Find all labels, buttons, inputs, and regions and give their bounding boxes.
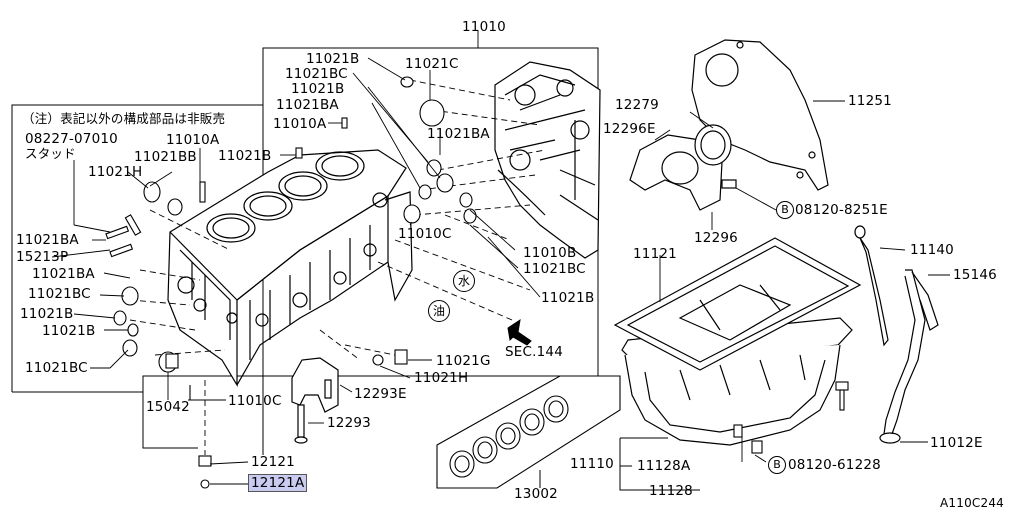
sec-arrow bbox=[507, 318, 532, 346]
cylinder-block bbox=[167, 149, 413, 388]
bearing-set bbox=[436, 375, 621, 489]
label-15042: 15042 bbox=[146, 399, 190, 415]
label-11021b: 11021B bbox=[306, 51, 360, 67]
label-12296: 12296 bbox=[694, 230, 738, 246]
label-12121: 12121 bbox=[251, 454, 295, 470]
label-stud: スタッド bbox=[25, 146, 76, 161]
label-11251: 11251 bbox=[848, 93, 892, 109]
oil-dipstick bbox=[854, 225, 889, 347]
label-11021g: 11021G bbox=[436, 353, 491, 369]
label-11110: 11110 bbox=[570, 456, 614, 472]
label-11128a: 11128A bbox=[637, 458, 691, 474]
label-11121: 11121 bbox=[633, 246, 677, 262]
label-11140: 11140 bbox=[910, 242, 954, 258]
label-12279: 12279 bbox=[615, 97, 659, 113]
oil-symbol: 油 bbox=[428, 300, 450, 322]
label-11021h: 11021H bbox=[414, 370, 469, 386]
block-rear-view bbox=[494, 61, 601, 259]
label-11021bc: 11021BC bbox=[25, 360, 88, 376]
oil-pan-gasket bbox=[613, 237, 862, 371]
label-08120-61228: 08120-61228 bbox=[788, 457, 881, 473]
label-11128: 11128 bbox=[649, 483, 693, 499]
water-symbol: 水 bbox=[453, 270, 475, 292]
label-11021h: 11021H bbox=[88, 164, 143, 180]
label-11010a: 11010A bbox=[166, 132, 220, 148]
label-11021ba: 11021BA bbox=[427, 126, 490, 142]
label-11010a: 11010A bbox=[273, 116, 327, 132]
dipstick-guide bbox=[879, 269, 939, 444]
label-12121a-highlighted[interactable]: 12121A bbox=[247, 474, 308, 492]
label-15213p: 15213P bbox=[16, 249, 69, 265]
main-bearing-cap bbox=[291, 357, 339, 444]
label-11021ba: 11021BA bbox=[276, 97, 339, 113]
figure-number: A110C244 bbox=[940, 496, 1004, 510]
bracket-11110 bbox=[619, 438, 700, 491]
label-11021b: 11021B bbox=[291, 81, 345, 97]
label-08120-8251e: 08120-8251E bbox=[795, 202, 888, 218]
label-11021bc: 11021BC bbox=[285, 66, 348, 82]
leader-lines bbox=[51, 30, 950, 485]
label-12296e: 12296E bbox=[603, 121, 656, 137]
dowel-and-pin bbox=[165, 353, 212, 489]
label-11010c: 11010C bbox=[228, 393, 282, 409]
label-11012e: 11012E bbox=[930, 435, 983, 451]
label-11010: 11010 bbox=[462, 19, 506, 35]
label-12293: 12293 bbox=[327, 415, 371, 431]
label-11021ba: 11021BA bbox=[16, 232, 79, 248]
label-11010b: 11010B bbox=[523, 245, 577, 261]
label-sec-144: SEC.144 bbox=[505, 344, 563, 360]
note-text: （注）表記以外の構成部品は非販売 bbox=[22, 111, 226, 126]
b-marker-icon: B bbox=[768, 456, 786, 474]
drain-plug bbox=[733, 381, 849, 454]
label-08227-07010: 08227-07010 bbox=[25, 131, 118, 147]
rear-seal-retainer bbox=[629, 124, 737, 211]
label-11021bc: 11021BC bbox=[28, 286, 91, 302]
label-11021b: 11021B bbox=[541, 290, 595, 306]
label-11021bb: 11021BB bbox=[134, 149, 197, 165]
label-11021b: 11021B bbox=[218, 148, 272, 164]
b-marker-icon: B bbox=[776, 201, 794, 219]
label-12293e: 12293E bbox=[354, 386, 407, 402]
label-11021bc: 11021BC bbox=[523, 261, 586, 277]
label-11021c: 11021C bbox=[405, 56, 459, 72]
label-13002: 13002 bbox=[514, 486, 558, 502]
label-11010c: 11010C bbox=[398, 226, 452, 242]
assembly-guide-lines bbox=[129, 79, 546, 455]
bracket-note-area bbox=[11, 104, 263, 392]
label-11021b: 11021B bbox=[20, 306, 74, 322]
label-11021b: 11021B bbox=[42, 323, 96, 339]
label-15146: 15146 bbox=[953, 267, 997, 283]
label-11021ba: 11021BA bbox=[32, 266, 95, 282]
